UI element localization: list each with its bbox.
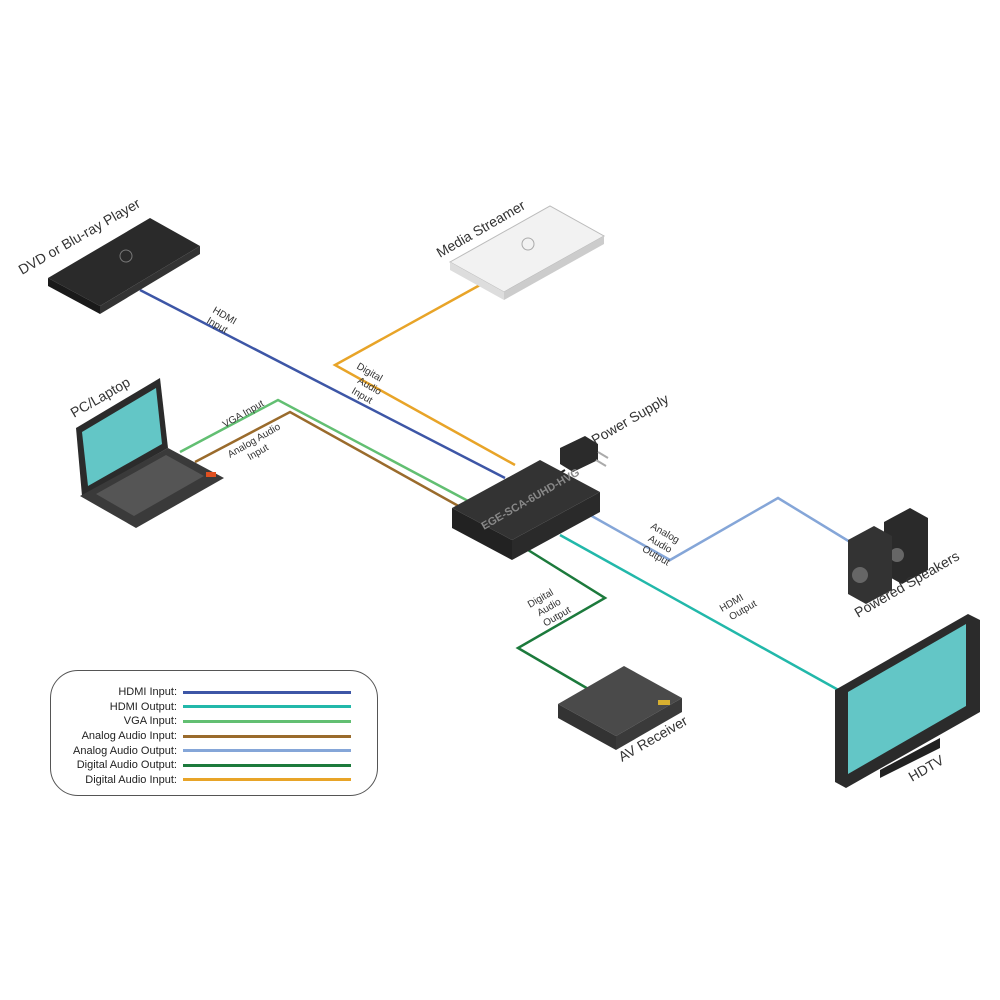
- digital-audio-input-cable: [332, 283, 516, 467]
- speaker-cone-icon: [852, 567, 868, 583]
- legend-label: Digital Audio Input:: [85, 773, 177, 786]
- legend-label: Analog Audio Output:: [73, 744, 177, 757]
- legend-swatch-line: [183, 719, 351, 723]
- media-streamer-device: [448, 205, 606, 300]
- legend-label: HDMI Input:: [118, 686, 177, 699]
- power-supply-device: [547, 436, 609, 481]
- cable-legend: HDMI Input:HDMI Output: VGA Input: Analog …: [50, 670, 378, 796]
- powered-speakers-device: [848, 508, 928, 604]
- legend-swatch-line: [183, 690, 351, 694]
- power-supply-label: Power Supply: [589, 391, 672, 448]
- analog-audio-output-cable: [589, 496, 856, 562]
- legend-swatch-line: [183, 705, 351, 709]
- analog-audio-input-cable: [194, 410, 463, 510]
- legend-row: Digital Audio Output:: [51, 758, 377, 773]
- legend-row: Digital Audio Input:: [51, 773, 377, 788]
- hdmi-output-cable: [559, 533, 843, 694]
- legend-swatch-line: [183, 778, 351, 782]
- legend-label: Analog Audio Input:: [81, 730, 177, 743]
- legend-swatch-line: [183, 763, 351, 767]
- legend-row: HDMI Input:: [51, 685, 377, 700]
- receiver-display: [658, 700, 670, 705]
- dvd-power-button-icon: [119, 249, 133, 263]
- digital-audio-output-cable: [515, 543, 608, 692]
- laptop-screen: [82, 388, 162, 486]
- legend-row: HDMI Output:: [51, 700, 377, 715]
- legend-row: Analog Audio Input:: [51, 729, 377, 744]
- laptop-device: [76, 378, 224, 528]
- legend-label: Digital Audio Output:: [76, 759, 177, 772]
- legend-row: VGA Input:: [51, 714, 377, 729]
- streamer-button-icon: [521, 237, 535, 251]
- hdtv-screen: [848, 624, 966, 774]
- legend-label: HDMI Output:: [109, 700, 177, 713]
- hdtv-device: [835, 614, 980, 788]
- speaker-cone-icon: [890, 548, 904, 562]
- hdtv-stand: [880, 738, 940, 778]
- legend-label: VGA Input:: [123, 715, 177, 728]
- legend-swatch-line: [183, 734, 351, 738]
- dvd-player-device: [48, 218, 200, 314]
- vga-input-cable: [179, 398, 471, 504]
- laptop-keyboard: [96, 455, 204, 516]
- hdmi-input-cable: [139, 288, 506, 480]
- legend-row: Analog Audio Output:: [51, 743, 377, 758]
- vga-input-label: VGA Input: [221, 398, 266, 430]
- legend-swatch-line: [183, 749, 351, 753]
- av-receiver-device: [558, 666, 682, 750]
